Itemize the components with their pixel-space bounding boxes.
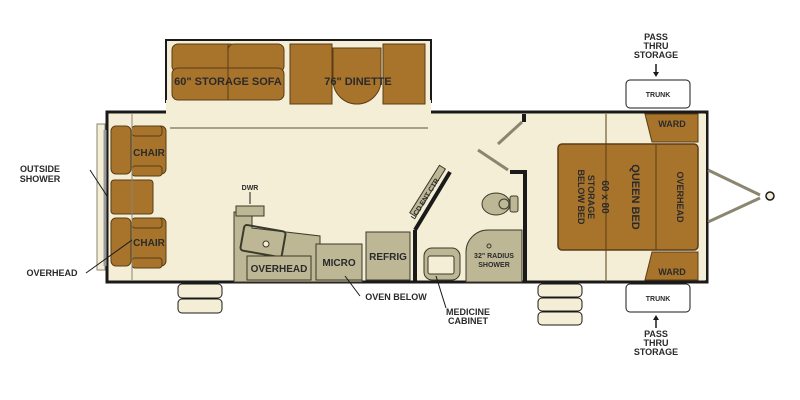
svg-text:OVERHEAD: OVERHEAD — [26, 268, 78, 278]
entry-steps-rear — [177, 283, 223, 314]
svg-text:MEDICINE: MEDICINE — [446, 307, 490, 317]
svg-text:PASS: PASS — [644, 32, 668, 42]
storage-sofa-label: 60" STORAGE SOFA — [174, 76, 282, 88]
svg-text:BELOW BED: BELOW BED — [576, 170, 586, 225]
hitch — [707, 168, 775, 224]
queen-bed-label: QUEEN BED — [629, 164, 641, 229]
chair-bottom: CHAIR — [110, 217, 167, 269]
trunk-bottom: TRUNK PASS THRU STORAGE — [625, 283, 691, 357]
svg-text:SHOWER: SHOWER — [20, 174, 61, 184]
bedroom: WARD WARD QUEEN BED 60 x 80 STORAGE BELO… — [557, 113, 699, 282]
svg-text:SHOWER: SHOWER — [478, 262, 510, 269]
svg-text:STORAGE: STORAGE — [634, 347, 678, 357]
dinette: 76" DINETTE — [289, 43, 426, 105]
medicine-cabinet-callout: MEDICINE CABINET — [435, 275, 490, 326]
bathroom: 32" RADIUS SHOWER — [423, 114, 527, 283]
trunk-top: TRUNK PASS THRU STORAGE — [625, 32, 691, 109]
outside-shower-callout: OUTSIDE SHOWER — [20, 164, 108, 197]
refrig-label: REFRIG — [369, 252, 407, 263]
chair-bottom-label: CHAIR — [133, 238, 165, 249]
overhead-kitchen-label: OVERHEAD — [251, 264, 308, 275]
kitchen: OVERHEAD MICRO REFRIG DWR — [233, 185, 411, 283]
svg-text:STORAGE: STORAGE — [634, 50, 678, 60]
ward-bottom-label: WARD — [658, 267, 686, 277]
chair-top: CHAIR — [110, 125, 167, 177]
svg-text:CABINET: CABINET — [448, 316, 489, 326]
svg-text:OVEN BELOW: OVEN BELOW — [365, 292, 427, 302]
svg-text:32" RADIUS: 32" RADIUS — [474, 253, 514, 260]
svg-text:PASS: PASS — [644, 329, 668, 339]
chair-top-label: CHAIR — [133, 148, 165, 159]
overhead-rear-callout: OVERHEAD — [26, 239, 133, 278]
micro-label: MICRO — [322, 258, 356, 269]
overhead-bed-label: OVERHEAD — [675, 171, 685, 223]
svg-text:THRU: THRU — [644, 338, 669, 348]
svg-text:STORAGE: STORAGE — [586, 175, 596, 219]
svg-text:TRUNK: TRUNK — [646, 92, 671, 99]
svg-text:THRU: THRU — [644, 41, 669, 51]
bed-size-label: 60 x 80 — [599, 180, 610, 214]
dinette-label: 76" DINETTE — [324, 76, 392, 88]
dwr-label: DWR — [242, 185, 259, 192]
svg-text:TRUNK: TRUNK — [646, 296, 671, 303]
rear-area — [96, 123, 107, 271]
svg-text:OUTSIDE: OUTSIDE — [20, 164, 60, 174]
entry-steps-front — [537, 283, 583, 326]
ward-top-label: WARD — [658, 119, 686, 129]
storage-sofa: 60" STORAGE SOFA — [171, 43, 285, 101]
oven-below-callout: OVEN BELOW — [344, 275, 427, 302]
